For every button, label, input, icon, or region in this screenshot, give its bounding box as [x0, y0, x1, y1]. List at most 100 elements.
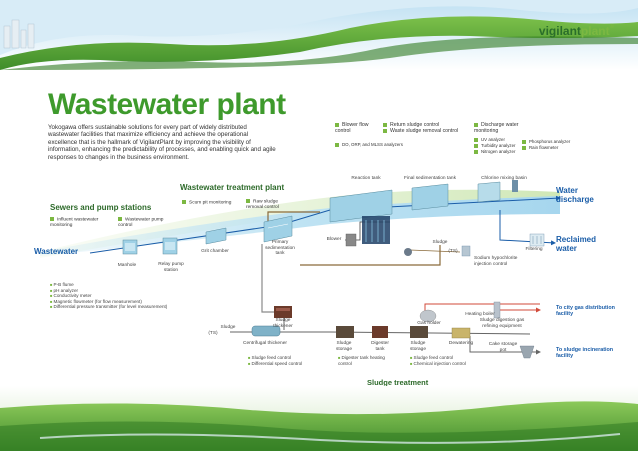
sodium-hypochlorite-equipment	[461, 245, 471, 257]
bullet-item: Return sludge control	[383, 122, 473, 128]
bullet-item: Phosphorus analyzer	[522, 139, 592, 145]
bullet-item: Rain flowmeter	[522, 145, 592, 151]
to-incineration-pipe	[469, 336, 541, 355]
sludge-pump-equipment	[404, 248, 412, 256]
sludge-controls-2: Digester tank heating control	[338, 355, 388, 366]
sludge-thickener-equipment	[274, 306, 292, 318]
control-item: Sludge feed control	[248, 355, 318, 361]
bullet-item: Waste sludge removal control	[383, 128, 473, 134]
ts-pipe	[409, 249, 461, 253]
bullet-text: Waste sludge removal control	[390, 128, 459, 134]
label-to-gas: To city gas distribution facility	[556, 305, 615, 318]
bullet-item: Turbidity analyzer	[474, 143, 534, 149]
bullet-text: Phosphorus analyzer	[529, 139, 571, 144]
top-bullets-col2: Return sludge control Waste sludge remov…	[383, 122, 473, 134]
bullet-text: Nitrogen analyzer	[481, 149, 516, 154]
logo-text-a: vigilant	[538, 24, 581, 38]
bullet-item: Blower flow control	[335, 122, 385, 134]
page-title: Wastewater plant	[48, 88, 286, 121]
gas-refining-equipment	[493, 301, 501, 319]
cake-storage-equipment	[519, 345, 535, 359]
bullet-text: Rain flowmeter	[529, 145, 559, 150]
label-ts2: (TS)	[208, 331, 218, 336]
instrument-item: pH analyzer	[50, 288, 200, 294]
label-dewatering: Dewatering	[448, 341, 474, 346]
label-reaction: Reaction tank	[351, 176, 381, 181]
sludge-controls-1: Sludge feed control Differential speed c…	[248, 355, 318, 366]
sludge-storage-2-equipment	[410, 326, 428, 338]
bullet-text: Turbidity analyzer	[481, 143, 516, 148]
instrument-item: Magnetic flowmeter (for flow measurement…	[50, 299, 200, 305]
instrument-item: Conductivity meter	[50, 293, 200, 299]
filtering-equipment	[529, 233, 545, 247]
label-sludge-left: Sludge	[220, 325, 236, 330]
top-landscape-banner	[0, 0, 638, 70]
section-treatment: Wastewater treatment plant	[180, 183, 285, 192]
control-item: Sludge feed control	[410, 355, 490, 361]
control-item: Differential speed control	[248, 361, 318, 367]
label-sludge-storage2: Sludge storage	[410, 341, 426, 352]
label-heating-boiler: Heating boiler	[465, 312, 495, 317]
section-sludge: Sludge treatment	[367, 378, 429, 387]
control-item: Digester tank heating control	[338, 355, 388, 366]
top-bullets-col4: Phosphorus analyzer Rain flowmeter	[522, 139, 592, 151]
section-sewers: Sewers and pump stations	[50, 203, 152, 212]
intro-paragraph: Yokogawa offers sustainable solutions fo…	[48, 124, 276, 161]
centrifugal-thickener-equipment	[251, 325, 281, 337]
bullet-text: Raw sludge removal control	[246, 199, 279, 210]
label-final-sed: Final sedimentation tank	[404, 176, 456, 181]
control-item: Chemical injection control	[410, 361, 490, 367]
blower-equipment	[345, 233, 357, 247]
label-reclaimed: Reclaimed water	[556, 235, 597, 253]
instrument-item: Differential pressure transmitter (for l…	[50, 304, 200, 310]
bullet-text: Scum pit monitoring	[189, 200, 232, 206]
label-blower: Blower	[326, 237, 342, 242]
label-gas-equip: Sludge digestion gas refining equipment	[479, 318, 525, 329]
swoosh-green	[40, 189, 560, 258]
label-sludge-small: Sludge	[432, 240, 448, 245]
label-manhole: Manhole	[117, 263, 137, 268]
treatment-control-1: Scum pit monitoring	[182, 200, 252, 206]
logo-text-b: plant	[580, 24, 610, 38]
bullet-item: UV analyzer	[474, 137, 534, 143]
chlorine-basin-equipment	[477, 180, 518, 203]
bullet-text: Influent wastewater monitoring	[50, 217, 99, 228]
label-digester: Digester tank	[371, 341, 389, 352]
label-sludge-thickener: Sludge thickener	[273, 318, 293, 329]
bullet-item: DO, ORP, and MLSS analyzers	[335, 142, 415, 148]
bottom-landscape-banner	[0, 386, 638, 451]
label-ts: (TS)	[448, 249, 458, 254]
label-sodium: Sodium hypochlorite injection control	[474, 256, 518, 267]
sludge-storage-1-equipment	[336, 326, 354, 338]
gas-holder-equipment	[419, 309, 437, 323]
sludge-return-pipe	[300, 245, 441, 266]
dewatering-equipment	[451, 327, 471, 339]
bullet-text: DO, ORP, and MLSS analyzers	[342, 142, 403, 147]
treatment-control-2: Raw sludge removal control	[246, 199, 296, 210]
sludge-controls-3: Sludge feed control Chemical injection c…	[410, 355, 490, 366]
digester-equipment	[372, 326, 388, 338]
instrument-list: P-B flume pH analyzer Conductivity meter…	[50, 282, 200, 310]
bullet-text: Discharge water monitoring	[474, 122, 519, 134]
top-bullets-col3: Discharge water monitoring UV analyzer T…	[474, 122, 534, 155]
label-gas-holder: Gas holder	[417, 321, 441, 326]
label-chlorine: Chlorine mixing basin	[481, 176, 527, 181]
primary-tank-equipment	[263, 215, 293, 243]
sewer-control-2: Wastewater pump control	[118, 217, 168, 228]
instrument-item: P-B flume	[50, 282, 200, 288]
bullet-item: Nitrogen analyzer	[474, 149, 534, 155]
vigilantplant-logo: vigilantplant®	[539, 24, 614, 38]
reclaimed-pipe	[499, 210, 556, 246]
bullet-text: Wastewater pump control	[118, 217, 164, 228]
label-wastewater: Wastewater	[34, 247, 79, 256]
label-to-incin: To sludge incineration facility	[556, 347, 614, 360]
manhole-equipment	[122, 239, 138, 255]
bullet-text: Return sludge control	[390, 122, 440, 128]
relay-pump-equipment	[162, 237, 178, 255]
label-cake: Cake storage pot	[488, 342, 518, 353]
bullet-text: Blower flow control	[335, 122, 369, 134]
label-filtering: Filtering	[525, 247, 543, 252]
logo-mark: ®	[609, 24, 614, 30]
final-sedimentation-equipment	[411, 183, 449, 211]
